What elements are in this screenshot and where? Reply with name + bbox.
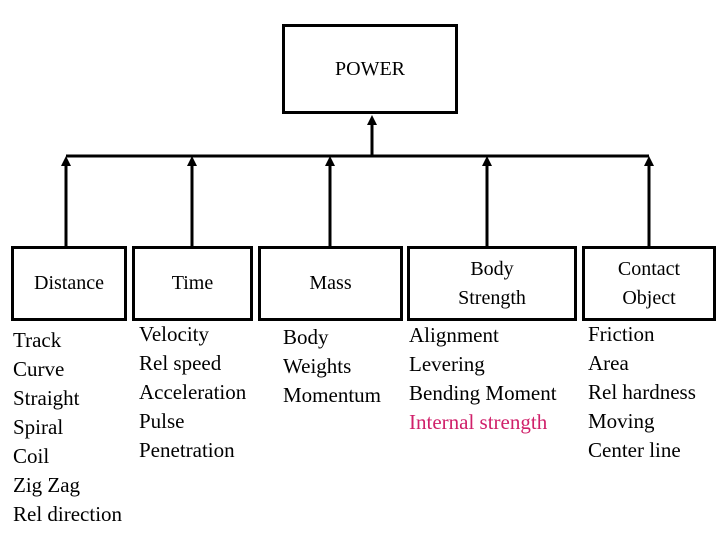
list-item: Acceleration [139, 380, 247, 404]
list-item: Pulse [139, 409, 185, 433]
list-item: Momentum [283, 383, 381, 407]
list-item: Friction [588, 322, 655, 346]
body-strength-label: Body Strength [458, 257, 526, 309]
mass-node: Mass [258, 246, 403, 321]
list-item: Coil [13, 444, 50, 468]
distance-label: Distance [34, 272, 104, 294]
mass-items-list: Body Weights Momentum [283, 323, 381, 410]
list-item: Straight [13, 386, 80, 410]
list-item: Track [13, 328, 62, 352]
mass-label: Mass [309, 272, 352, 294]
list-item: Rel speed [139, 351, 222, 375]
list-item: Rel direction [13, 502, 123, 526]
time-items-list: Velocity Rel speed Acceleration Pulse Pe… [139, 320, 246, 465]
list-item: Rel hardness [588, 380, 696, 404]
list-item-highlighted: Internal strength [409, 410, 548, 434]
list-item: Center line [588, 438, 681, 462]
contact-object-label: Contact Object [617, 257, 681, 309]
list-item: Bending Moment [409, 381, 557, 405]
list-item: Area [588, 351, 629, 375]
list-item: Zig Zag [13, 473, 81, 497]
body-strength-items-list: Alignment Levering Bending Moment Intern… [409, 321, 557, 437]
power-label: POWER [335, 57, 405, 80]
list-item: Velocity [139, 322, 209, 346]
contact-object-node: Contact Object [582, 246, 716, 321]
list-item: Weights [283, 354, 352, 378]
list-item: Penetration [139, 438, 235, 462]
distance-node: Distance [11, 246, 127, 321]
time-node: Time [132, 246, 253, 321]
list-item: Curve [13, 357, 65, 381]
distance-items-list: Track Curve Straight Spiral Coil Zig Zag… [13, 326, 122, 529]
list-item: Alignment [409, 323, 499, 347]
contact-object-items-list: Friction Area Rel hardness Moving Center… [588, 320, 696, 465]
list-item: Body [283, 325, 329, 349]
list-item: Spiral [13, 415, 64, 439]
time-label: Time [171, 272, 214, 294]
list-item: Levering [409, 352, 485, 376]
list-item: Moving [588, 409, 655, 433]
body-strength-node: Body Strength [407, 246, 577, 321]
power-node: POWER [282, 24, 458, 114]
